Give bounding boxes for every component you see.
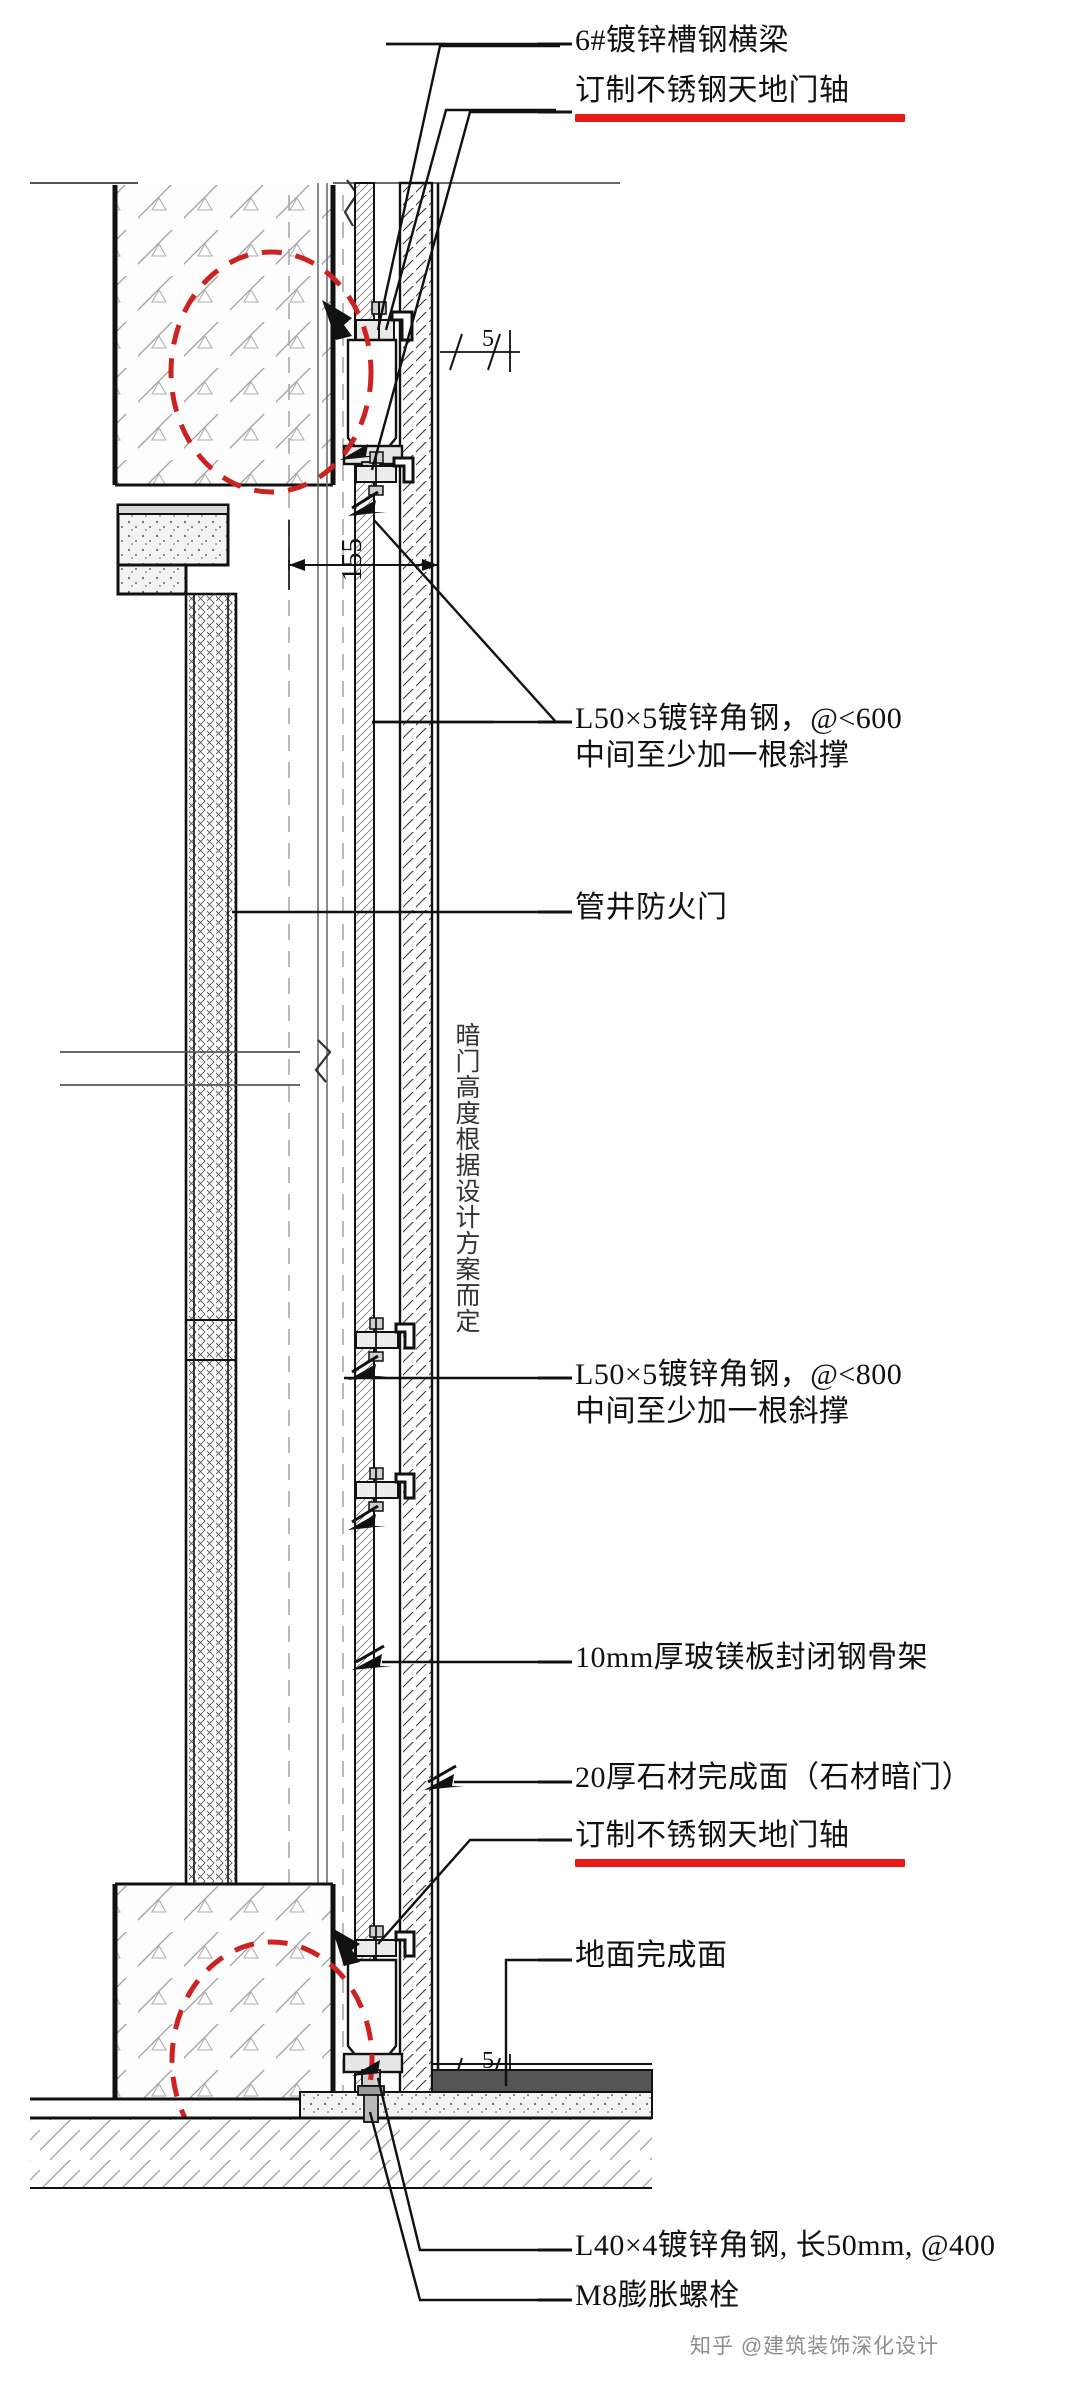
steel-frame-cavity <box>288 183 344 2095</box>
structural-slab <box>30 2116 652 2189</box>
bottom-pivot-assembly <box>332 1925 416 2087</box>
label-mgo-board: 10mm厚玻镁板封闭钢骨架 <box>575 1641 929 1674</box>
note-door-height: 暗门高度根据设计方案而定 <box>452 1022 479 1334</box>
label-floor-finish: 地面完成面 <box>575 1939 728 1972</box>
dimension-text-gap-bottom: 5 <box>482 2048 494 2074</box>
leader-ticks <box>538 42 572 2302</box>
top-detail-circle <box>168 249 374 495</box>
section-break-mid <box>60 1039 332 1086</box>
pipe-shaft-fire-door <box>184 592 238 1886</box>
lintel-block <box>116 503 230 596</box>
dimension-text-155: 155 <box>336 538 368 582</box>
mid-angle-bracket-2 <box>348 1467 416 1530</box>
label-anchor-bolt: M8膨胀螺栓 <box>575 2279 740 2312</box>
label-bottom-pivot: 订制不锈钢天地门轴 <box>575 1819 850 1852</box>
label-top-pivot: 订制不锈钢天地门轴 <box>575 74 850 107</box>
concrete-wall-bottom <box>112 1882 336 2099</box>
bottom-pivot-red-underline <box>575 1859 905 1867</box>
stone-finish-layer <box>398 181 434 2097</box>
arrow-mgo-board <box>352 1654 392 1670</box>
concrete-wall-top <box>112 185 336 487</box>
leader-lines <box>232 42 560 2302</box>
label-fire-door: 管井防火门 <box>575 891 728 924</box>
expansion-anchor-bolt <box>352 2060 390 2123</box>
dimension-text-gap-top: 5 <box>482 326 494 352</box>
label-channel-beam: 6#镀锌槽钢横梁 <box>575 24 789 57</box>
label-stone-finish: 20厚石材完成面（石材暗门） <box>575 1761 972 1794</box>
label-angle-l40: L40×4镀锌角钢, 长50mm, @400 <box>575 2229 996 2262</box>
watermark-text: 知乎 @建筑装饰深化设计 <box>690 2335 940 2358</box>
arrow-stone-finish <box>424 1774 464 1790</box>
floor-finish-layer <box>431 2063 653 2093</box>
label-angle-800: L50×5镀锌角钢，@<800 中间至少加一根斜撑 <box>575 1358 903 1428</box>
mid-angle-bracket-1 <box>348 1317 416 1380</box>
floor-screed <box>299 2091 653 2119</box>
label-angle-600: L50×5镀锌角钢，@<600 中间至少加一根斜撑 <box>575 702 903 772</box>
dimension-gap-top <box>440 330 520 372</box>
dimension-155 <box>288 520 439 590</box>
top-pivot-red-underline <box>575 114 905 122</box>
break-symbol-top <box>343 179 359 227</box>
